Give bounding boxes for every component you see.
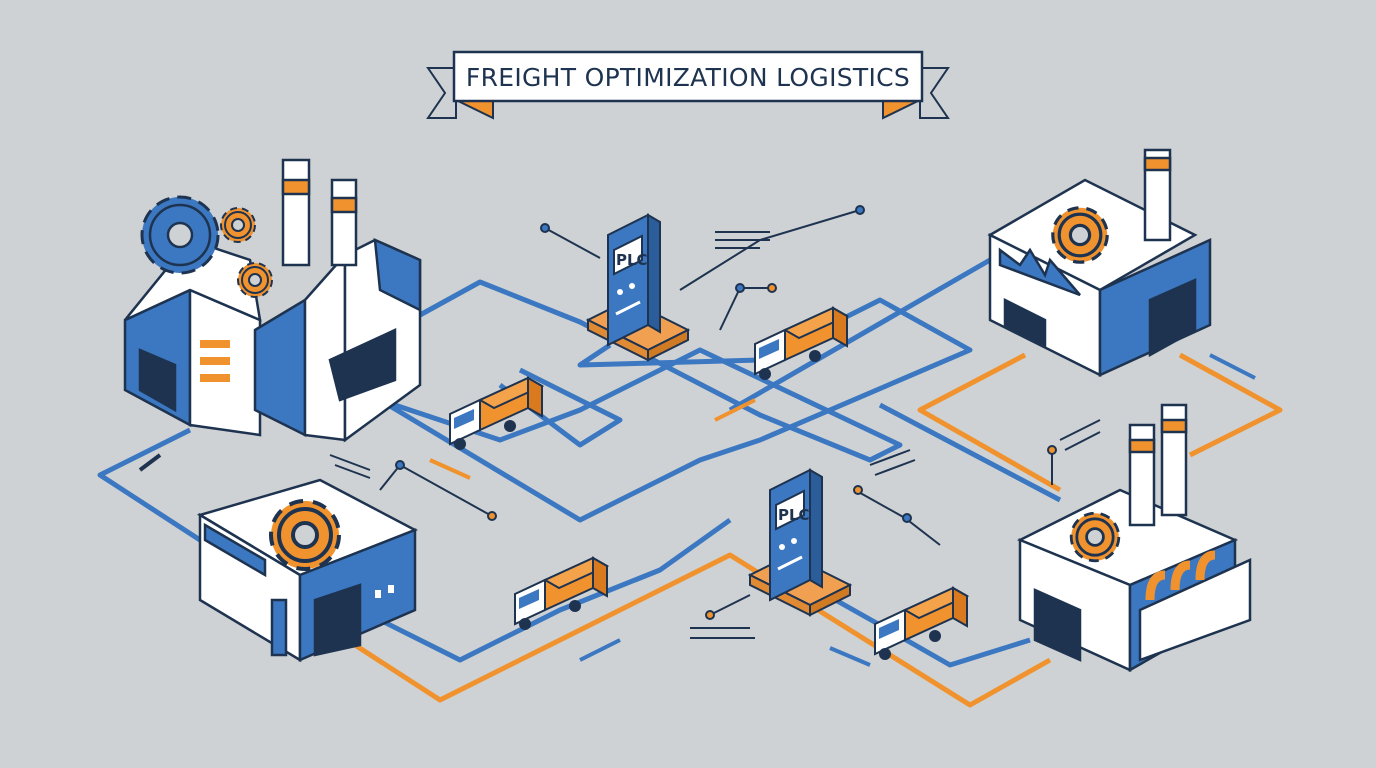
arrow-icon	[138, 453, 162, 472]
route-line	[798, 577, 1031, 668]
plc-label: PLC	[616, 251, 648, 269]
plc-controller-icon	[586, 213, 690, 362]
route-line	[358, 517, 732, 663]
route-line	[353, 552, 1052, 708]
route-line	[728, 257, 992, 413]
plc-controller-bottom: PLC	[748, 468, 852, 617]
factory-main	[123, 158, 422, 443]
arrow-icon	[829, 646, 871, 667]
factory-bottom-right	[1016, 403, 1252, 673]
route-line	[878, 402, 1062, 503]
blue-routes	[97, 257, 1062, 668]
gear-icon	[219, 206, 257, 244]
orange-routes	[353, 352, 1283, 708]
arrow-icon	[714, 398, 756, 422]
connector-lines	[329, 205, 1101, 639]
route-line	[97, 427, 202, 543]
gear-icon	[1053, 208, 1107, 262]
warehouse-bottom-left	[196, 478, 419, 663]
route-line	[917, 352, 1062, 493]
gear-icon	[140, 195, 220, 275]
direction-arrows	[138, 353, 1256, 667]
arrow-icon	[429, 458, 471, 480]
arrow-icon	[1209, 353, 1256, 380]
route-line	[1178, 352, 1283, 458]
route-line	[378, 297, 973, 523]
gear-icon	[271, 501, 339, 569]
title-banner: FREIGHT OPTIMIZATION LOGISTICS	[426, 50, 950, 120]
route-line	[379, 279, 903, 463]
arrow-icon	[579, 638, 621, 662]
gear-icon	[1069, 511, 1121, 563]
plc-controller-top: PLC	[586, 213, 690, 362]
factory-top-right	[987, 148, 1212, 378]
plc-controller-icon	[748, 468, 852, 617]
gear-icon	[236, 261, 274, 299]
plc-label: PLC	[778, 506, 810, 524]
banner-title: FREIGHT OPTIMIZATION LOGISTICS	[466, 63, 910, 92]
truck-icon	[514, 557, 608, 631]
